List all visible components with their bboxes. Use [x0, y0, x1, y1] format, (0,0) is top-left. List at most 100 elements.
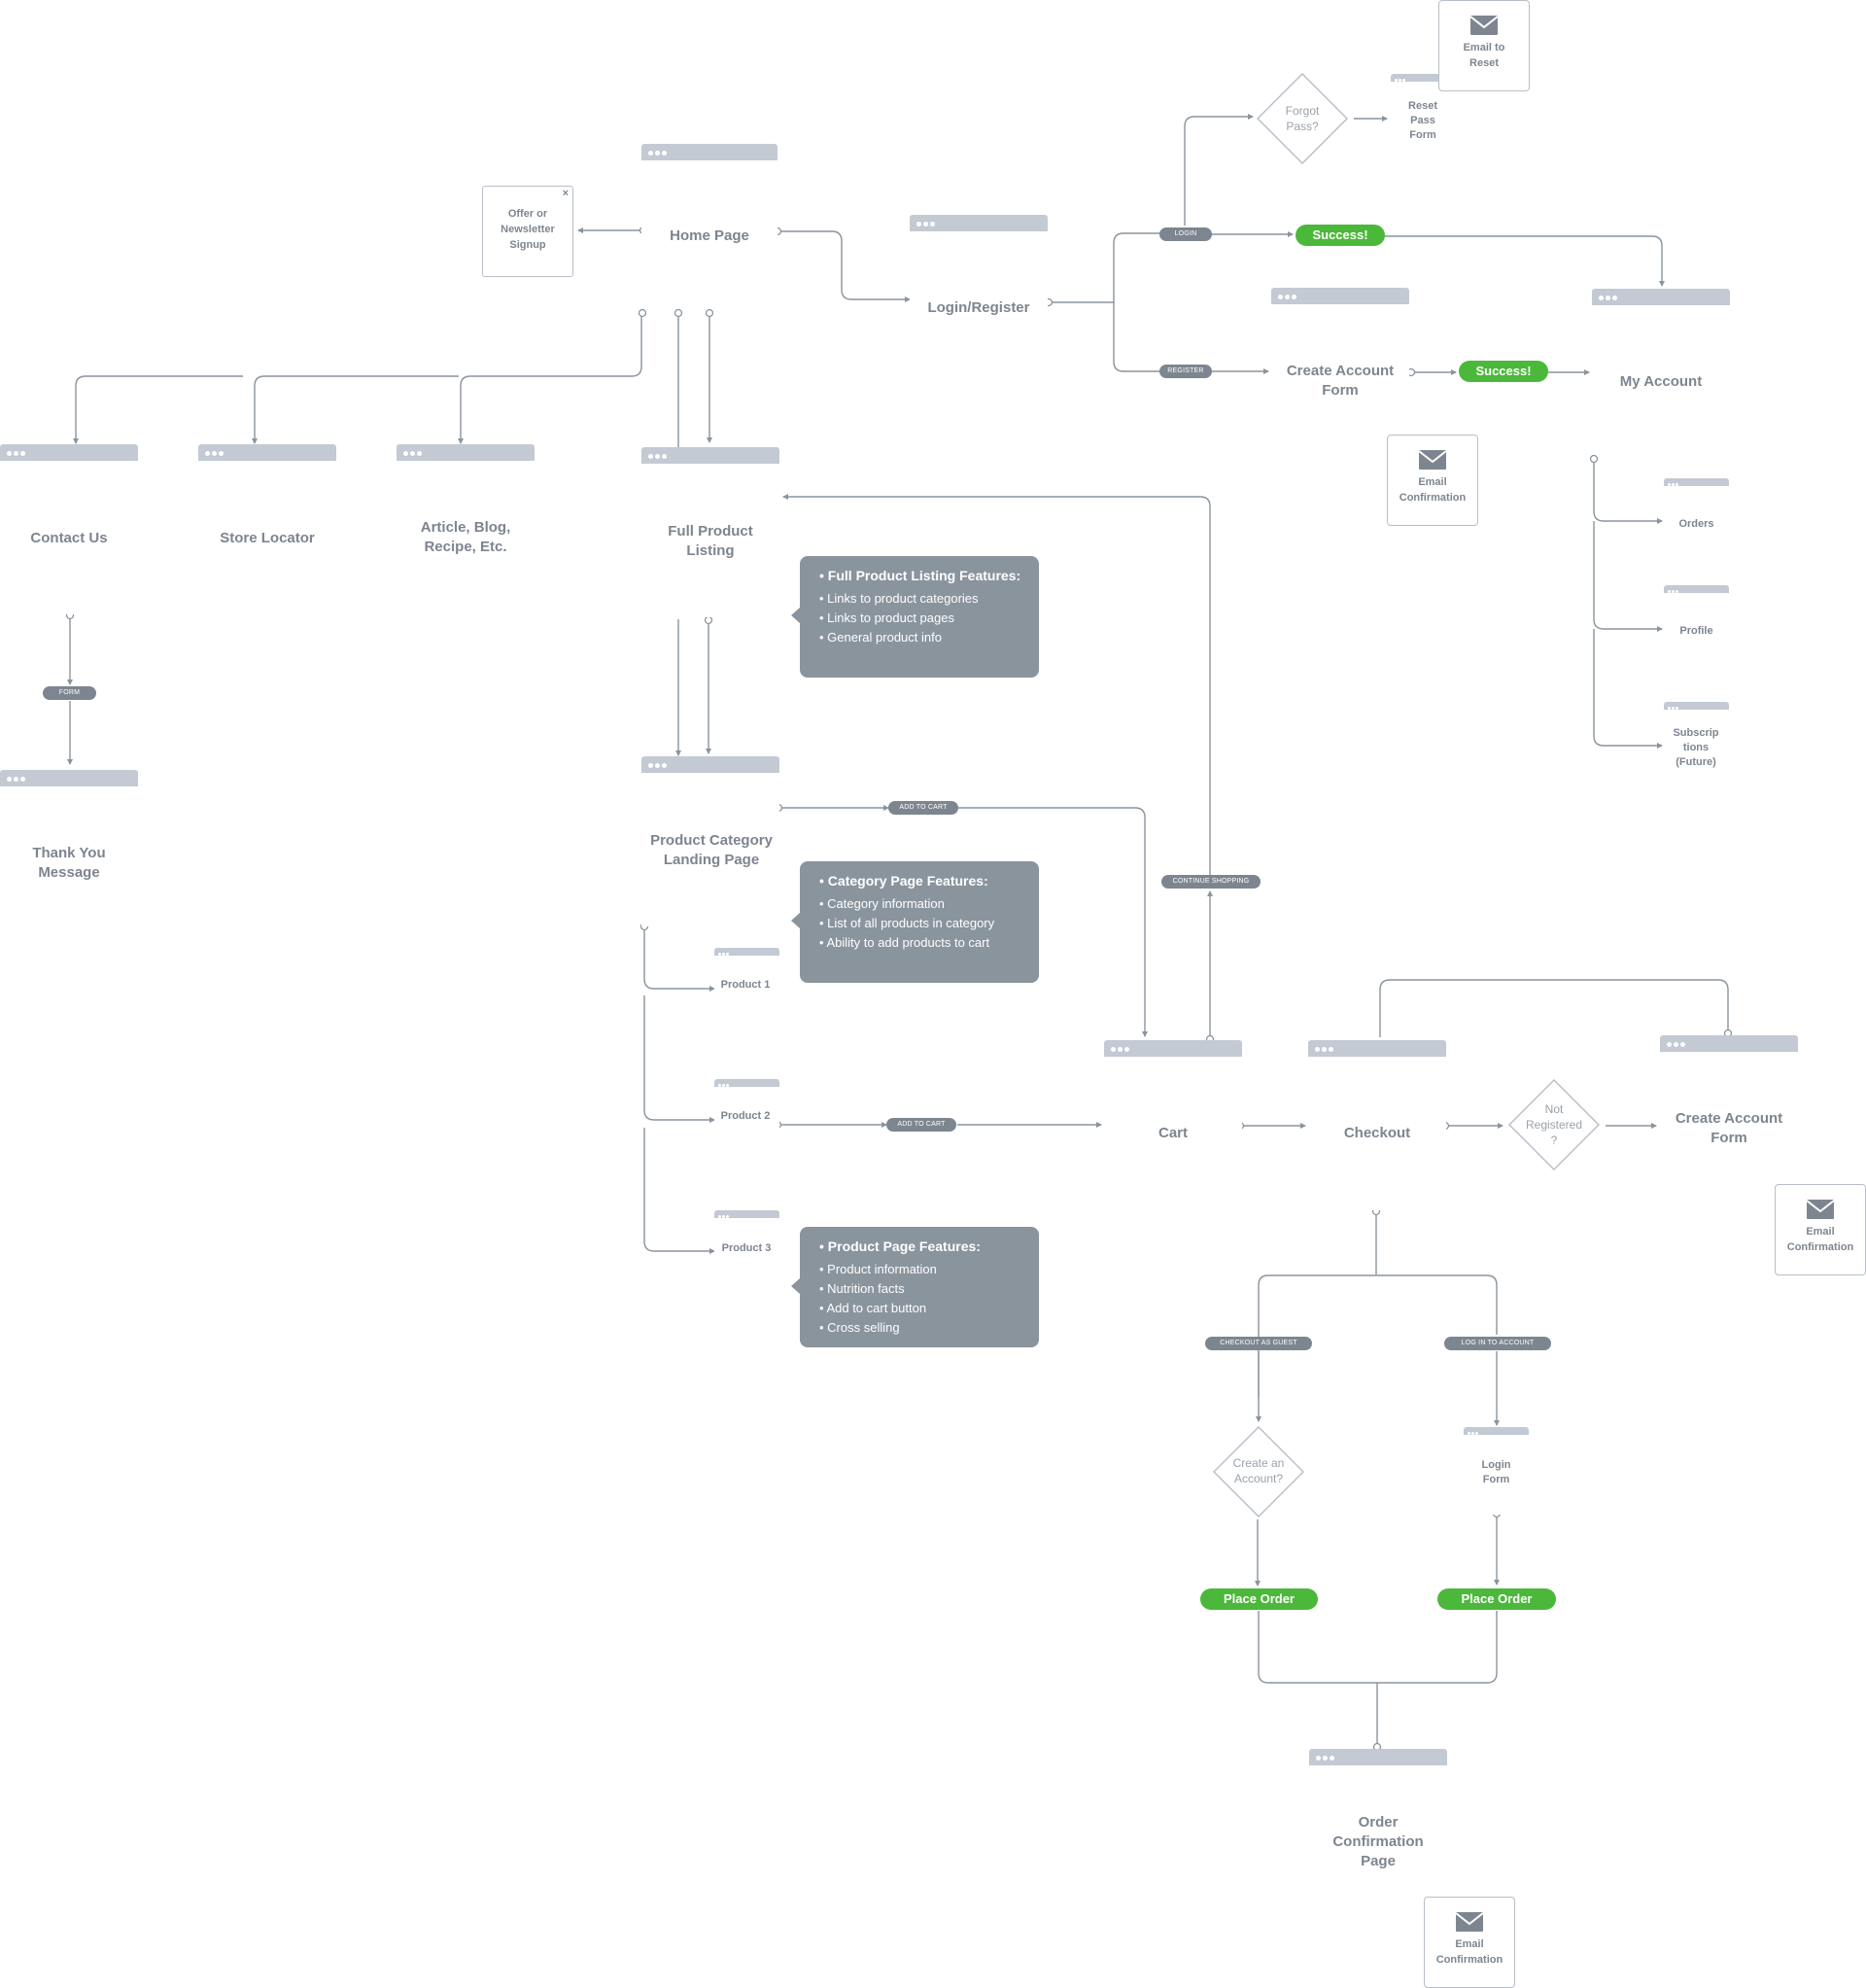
full-product-listing-label: Full Product Listing: [668, 523, 753, 559]
place-order-account-button[interactable]: Place Order: [1437, 1588, 1556, 1610]
checkout-label: Checkout: [1343, 1125, 1411, 1141]
create-account-top-frame[interactable]: [1271, 288, 1409, 453]
product-1-frame[interactable]: [714, 948, 779, 1030]
browser-bar: [1104, 1040, 1242, 1057]
checkout-frame[interactable]: [1308, 1040, 1446, 1210]
product-category-frame[interactable]: [641, 756, 779, 926]
register-pill[interactable]: REGISTER: [1159, 365, 1212, 378]
browser-bar: [714, 1210, 779, 1218]
browser-bar: [1592, 289, 1730, 305]
store-locator-label: Store Locator: [220, 530, 315, 546]
window-dots-icon: [1668, 479, 1679, 487]
popup-text: Offer or Newsletter Signup: [501, 208, 555, 251]
note-list: • Product information • Nutrition facts …: [819, 1260, 1023, 1338]
note-item: • Links to product pages: [819, 610, 954, 625]
note-list: • Category information • List of all pro…: [819, 894, 1023, 953]
checkout-as-guest-pill[interactable]: CHECKOUT AS GUEST: [1205, 1337, 1312, 1350]
product-2-frame[interactable]: [714, 1079, 779, 1162]
note-item: • Links to product categories: [819, 591, 979, 606]
add-to-cart-pill-product[interactable]: ADD TO CART: [886, 1118, 956, 1132]
browser-bar: [0, 770, 138, 786]
form-pill[interactable]: FORM: [43, 686, 96, 700]
cart-frame[interactable]: [1104, 1040, 1242, 1210]
thank-you-label: Thank You Message: [32, 845, 106, 881]
window-dots-icon: [648, 149, 669, 157]
login-register-frame[interactable]: [910, 215, 1048, 380]
note-title: • Full Product Listing Features:: [819, 568, 1021, 583]
browser-bar: [714, 1079, 779, 1087]
add-to-cart-pill-category[interactable]: ADD TO CART: [888, 801, 958, 815]
note-list: • Links to product categories • Links to…: [819, 589, 1023, 647]
not-registered-text: Not Registered ?: [1525, 1102, 1583, 1147]
browser-bar: [1664, 478, 1729, 486]
contact-us-label: Contact Us: [30, 530, 108, 546]
window-dots-icon: [1667, 1040, 1687, 1048]
window-dots-icon: [7, 775, 27, 783]
full-listing-features-note: • Full Product Listing Features: • Links…: [791, 556, 1039, 678]
window-dots-icon: [1315, 1045, 1335, 1053]
cart-label: Cart: [1158, 1125, 1188, 1141]
orders-frame[interactable]: [1664, 478, 1729, 566]
my-account-label: My Account: [1619, 373, 1703, 390]
offer-newsletter-popup[interactable]: × Offer or Newsletter Signup: [482, 186, 573, 277]
home-page-frame[interactable]: [641, 144, 778, 309]
subscriptions-label: Subscrip tions (Future): [1673, 727, 1719, 768]
thank-you-frame[interactable]: [0, 770, 138, 940]
product-2-label: Product 2: [720, 1110, 771, 1122]
my-account-frame[interactable]: [1592, 289, 1730, 454]
create-account-form-label: Create Account Form: [1286, 363, 1395, 399]
email-confirmation-right-text: Email Confirmation: [1786, 1226, 1854, 1253]
create-account-right-frame[interactable]: [1660, 1035, 1798, 1205]
create-account-form-right-label: Create Account Form: [1675, 1110, 1783, 1146]
profile-frame[interactable]: [1664, 585, 1729, 673]
note-title: • Category Page Features:: [819, 873, 988, 889]
envelope-icon: [1806, 1200, 1835, 1219]
article-blog-frame[interactable]: [397, 444, 535, 614]
forgot-pass-text: Forgot Pass?: [1285, 104, 1320, 133]
subscriptions-frame[interactable]: [1664, 702, 1729, 789]
login-pill[interactable]: LOGIN: [1159, 227, 1212, 241]
email-to-reset-box: Email to Reset: [1438, 0, 1530, 91]
window-dots-icon: [1316, 1754, 1336, 1761]
window-dots-icon: [403, 449, 424, 457]
note-item: • Nutrition facts: [819, 1281, 905, 1296]
note-item: • List of all products in category: [819, 916, 995, 930]
contact-us-frame[interactable]: [0, 444, 138, 614]
note-item: • Ability to add products to cart: [819, 935, 990, 950]
close-icon[interactable]: ×: [562, 188, 569, 199]
full-product-listing-frame[interactable]: [641, 447, 779, 617]
product-3-label: Product 3: [721, 1242, 772, 1254]
product-3-frame[interactable]: [714, 1210, 779, 1293]
place-order-guest-button[interactable]: Place Order: [1200, 1588, 1318, 1610]
order-confirmation-label: Order Confirmation Page: [1332, 1814, 1424, 1869]
browser-bar: [397, 444, 535, 461]
log-in-to-account-pill[interactable]: LOG IN TO ACCOUNT: [1444, 1337, 1551, 1350]
window-dots-icon: [1395, 75, 1406, 83]
browser-bar: [1309, 1749, 1447, 1765]
window-dots-icon: [718, 949, 730, 957]
window-dots-icon: [1599, 294, 1619, 301]
email-confirmation-register-box: Email Confirmation: [1387, 435, 1478, 526]
orders-label: Orders: [1678, 518, 1714, 530]
forgot-pass-decision: Forgot Pass?: [1256, 72, 1349, 165]
login-form-frame[interactable]: [1464, 1427, 1529, 1515]
article-blog-label: Article, Blog, Recipe, Etc.: [420, 519, 511, 555]
browser-bar: [641, 447, 779, 464]
envelope-icon: [1418, 450, 1447, 470]
store-locator-frame[interactable]: [198, 444, 336, 614]
product-1-label: Product 1: [720, 979, 771, 991]
window-dots-icon: [205, 449, 225, 457]
note-item: • Product information: [819, 1262, 937, 1276]
note-item: • Cross selling: [819, 1320, 900, 1335]
email-confirmation-order-text: Email Confirmation: [1435, 1938, 1503, 1966]
diamond-shape: [1257, 73, 1348, 164]
window-dots-icon: [916, 220, 937, 227]
register-success-badge: Success!: [1459, 361, 1548, 382]
diamond-shape: [1508, 1079, 1600, 1170]
continue-shopping-pill[interactable]: CONTINUE SHOPPING: [1161, 875, 1261, 889]
browser-bar: [1664, 585, 1729, 593]
note-item: • Add to cart button: [819, 1301, 927, 1315]
email-confirmation-order-box: Email Confirmation: [1424, 1897, 1515, 1988]
browser-bar: [1308, 1040, 1446, 1057]
